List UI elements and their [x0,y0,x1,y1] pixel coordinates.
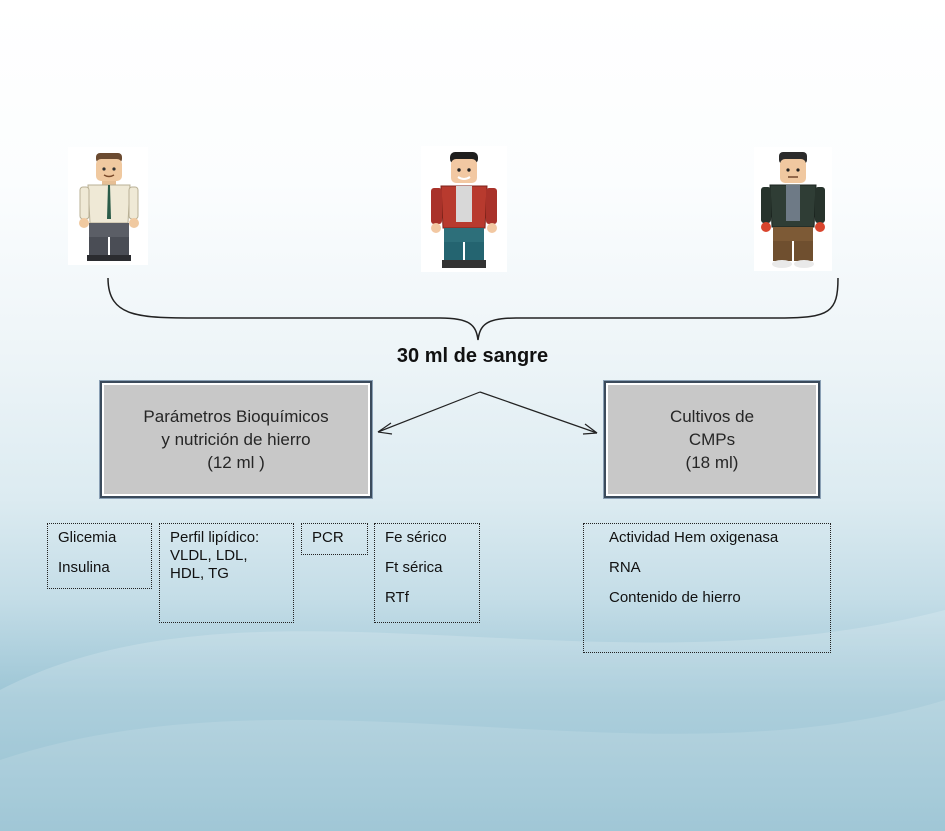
green-jacket-figure-icon [754,147,832,271]
test-item: HDL, TG [170,565,229,582]
test-item: VLDL, LDL, [170,547,248,564]
test-item: RTf [385,589,409,606]
arrow-left-line [377,391,481,433]
arrow-right-line [479,391,598,434]
test-item: Glicemia [58,529,117,546]
test-item: Contenido de hierro [609,589,741,606]
test-item: PCR [312,529,344,546]
glucose-tests-box: Glicemia Insulina [47,523,152,589]
iron-tests-box: Fe sérico Ft sérica RTf [374,523,480,623]
arrow-right-head [582,423,598,435]
red-jacket-figure-icon [421,146,507,272]
biochemical-parameters-box: Parámetros Bioquímicos y nutrición de hi… [100,381,372,498]
test-item: Actividad Hem oxigenasa [609,529,779,546]
biochemical-line-1: Parámetros Bioquímicos [143,407,329,426]
curly-brace [107,277,839,341]
culture-line-1: Cultivos de [669,407,755,426]
pcr-box: PCR [301,523,368,555]
diagram-title: 30 ml de sangre [396,345,549,367]
test-item: Ft sérica [385,559,443,576]
test-item: RNA [609,559,641,576]
culture-line-3: (18 ml) [685,453,739,472]
biochemical-line-2: y nutrición de hierro [161,430,311,449]
culture-tests-box: Actividad Hem oxigenasa RNA Contenido de… [583,523,831,653]
test-item: Perfil lipídico: [170,529,260,546]
culture-line-2: CMPs [688,430,736,449]
test-item: Insulina [58,559,110,576]
test-item: Fe sérico [385,529,447,546]
cell-culture-box: Cultivos de CMPs (18 ml) [604,381,820,498]
arrow-left-head [377,422,393,435]
lipid-profile-box: Perfil lipídico: VLDL, LDL, HDL, TG [159,523,294,623]
businessman-figure-icon [68,147,148,265]
biochemical-line-3: (12 ml ) [207,453,265,472]
